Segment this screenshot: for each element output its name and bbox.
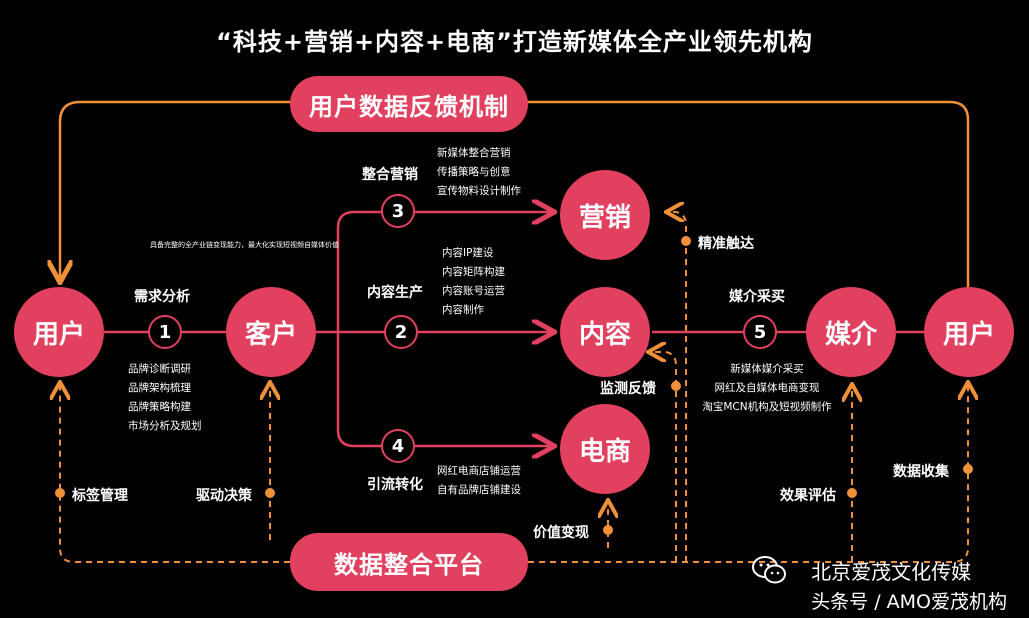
step-2-label: 内容生产 — [367, 285, 423, 301]
step-2-items: 内容IP建设 内容矩阵构建 内容账号运营 内容制作 — [442, 244, 505, 320]
node-client: 客户 — [226, 287, 316, 377]
step-4-label: 引流转化 — [367, 477, 423, 493]
label-drive-decision: 驱动决策 — [196, 488, 252, 504]
list-item: 新媒体整合营销 — [437, 147, 511, 159]
step-5-items: 新媒体媒介采买 网红及自媒体电商变现 淘宝MCN机构及短视频制作 — [702, 360, 832, 417]
label-value-realization: 价值变现 — [533, 525, 589, 541]
node-ecommerce: 电商 — [560, 404, 650, 494]
list-item: 网红及自媒体电商变现 — [714, 382, 820, 394]
step-1-items: 品牌诊断调研 品牌架构梳理 品牌策略构建 市场分析及规划 — [128, 360, 202, 436]
list-item: 市场分析及规划 — [128, 420, 202, 432]
step-2-badge: 2 — [384, 315, 418, 349]
step-5-label: 媒介采买 — [729, 289, 785, 305]
capability-note: 具备完整的全产业链变现能力，最大化实现短视频自媒体价值 — [150, 241, 339, 249]
label-precise-reach: 精准触达 — [698, 236, 754, 252]
list-item: 新媒体媒介采买 — [730, 363, 804, 375]
step-1-label: 需求分析 — [134, 289, 190, 305]
list-item: 内容IP建设 — [442, 247, 494, 259]
watermark-line-1: 北京爱茂文化传媒 — [811, 560, 972, 584]
step-1-badge: 1 — [148, 315, 182, 349]
list-item: 内容账号运营 — [442, 285, 505, 297]
step-4-items: 网红电商店铺运营 自有品牌店铺建设 — [437, 462, 521, 500]
watermark: 北京爱茂文化传媒 头条号 / AMO爱茂机构 — [811, 556, 1007, 614]
label-effect-evaluation: 效果评估 — [780, 488, 836, 504]
step-4-badge: 4 — [381, 429, 415, 463]
step-5-badge: 5 — [743, 315, 777, 349]
dashed-precise — [668, 212, 687, 562]
list-item: 网红电商店铺运营 — [437, 465, 521, 477]
label-data-collection: 数据收集 — [893, 464, 949, 480]
dot-monitor — [671, 381, 681, 391]
page-title: “科技+营销+内容+电商”打造新媒体全产业领先机构 — [216, 28, 813, 56]
dot-collect — [963, 464, 973, 474]
dashed-monitor — [650, 352, 677, 562]
step-3-label: 整合营销 — [362, 167, 418, 183]
list-item: 宣传物料设计制作 — [437, 185, 521, 197]
data-platform-pill: 数据整合平台 — [290, 533, 528, 591]
node-marketing: 营销 — [560, 170, 650, 260]
node-media: 媒介 — [806, 287, 896, 377]
watermark-line-2: 头条号 / AMO爱茂机构 — [811, 591, 1007, 613]
feedback-mechanism-pill: 用户数据反馈机制 — [290, 76, 528, 132]
flow-branch-marketing — [336, 212, 552, 332]
label-monitor-feedback: 监测反馈 — [600, 381, 656, 397]
list-item: 传播策略与创意 — [437, 166, 511, 178]
wechat-icon — [752, 556, 786, 584]
list-item: 内容制作 — [442, 304, 484, 316]
dot-precise — [681, 236, 691, 246]
dot-tag — [55, 488, 65, 498]
list-item: 淘宝MCN机构及短视频制作 — [702, 401, 832, 413]
dot-effect — [847, 488, 857, 498]
list-item: 内容矩阵构建 — [442, 266, 505, 278]
list-item: 自有品牌店铺建设 — [437, 484, 521, 496]
list-item: 品牌架构梳理 — [128, 382, 191, 394]
node-content: 内容 — [560, 287, 650, 377]
label-tag-management: 标签管理 — [72, 488, 128, 504]
node-user-left: 用户 — [14, 287, 104, 377]
node-user-right: 用户 — [924, 287, 1014, 377]
step-3-badge: 3 — [381, 194, 415, 228]
list-item: 品牌诊断调研 — [128, 363, 191, 375]
step-3-items: 新媒体整合营销 传播策略与创意 宣传物料设计制作 — [437, 144, 521, 201]
flow-branch-ecommerce — [336, 332, 552, 446]
list-item: 品牌策略构建 — [128, 401, 191, 413]
dot-drive — [265, 488, 275, 498]
dot-value — [603, 525, 613, 535]
